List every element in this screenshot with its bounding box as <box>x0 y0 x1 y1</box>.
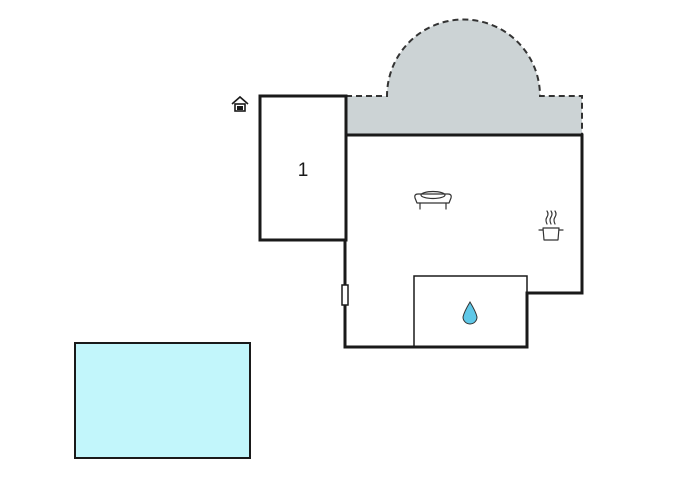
kitchen-pot-icon <box>538 210 564 241</box>
sofa-icon <box>414 190 452 210</box>
water-drop-icon <box>462 301 478 325</box>
bedroom-label: 1 <box>298 160 309 181</box>
pool <box>74 342 251 459</box>
terrace <box>346 18 583 135</box>
terrace-dashed-outline <box>346 18 583 135</box>
entrance-icon <box>231 95 249 112</box>
bedroom-walls <box>258 94 348 242</box>
bathroom-walls <box>413 275 528 347</box>
bathroom-room <box>413 275 528 347</box>
window <box>341 284 349 306</box>
terrace-fill <box>346 19 582 135</box>
bedroom-room: 1 <box>258 94 348 242</box>
